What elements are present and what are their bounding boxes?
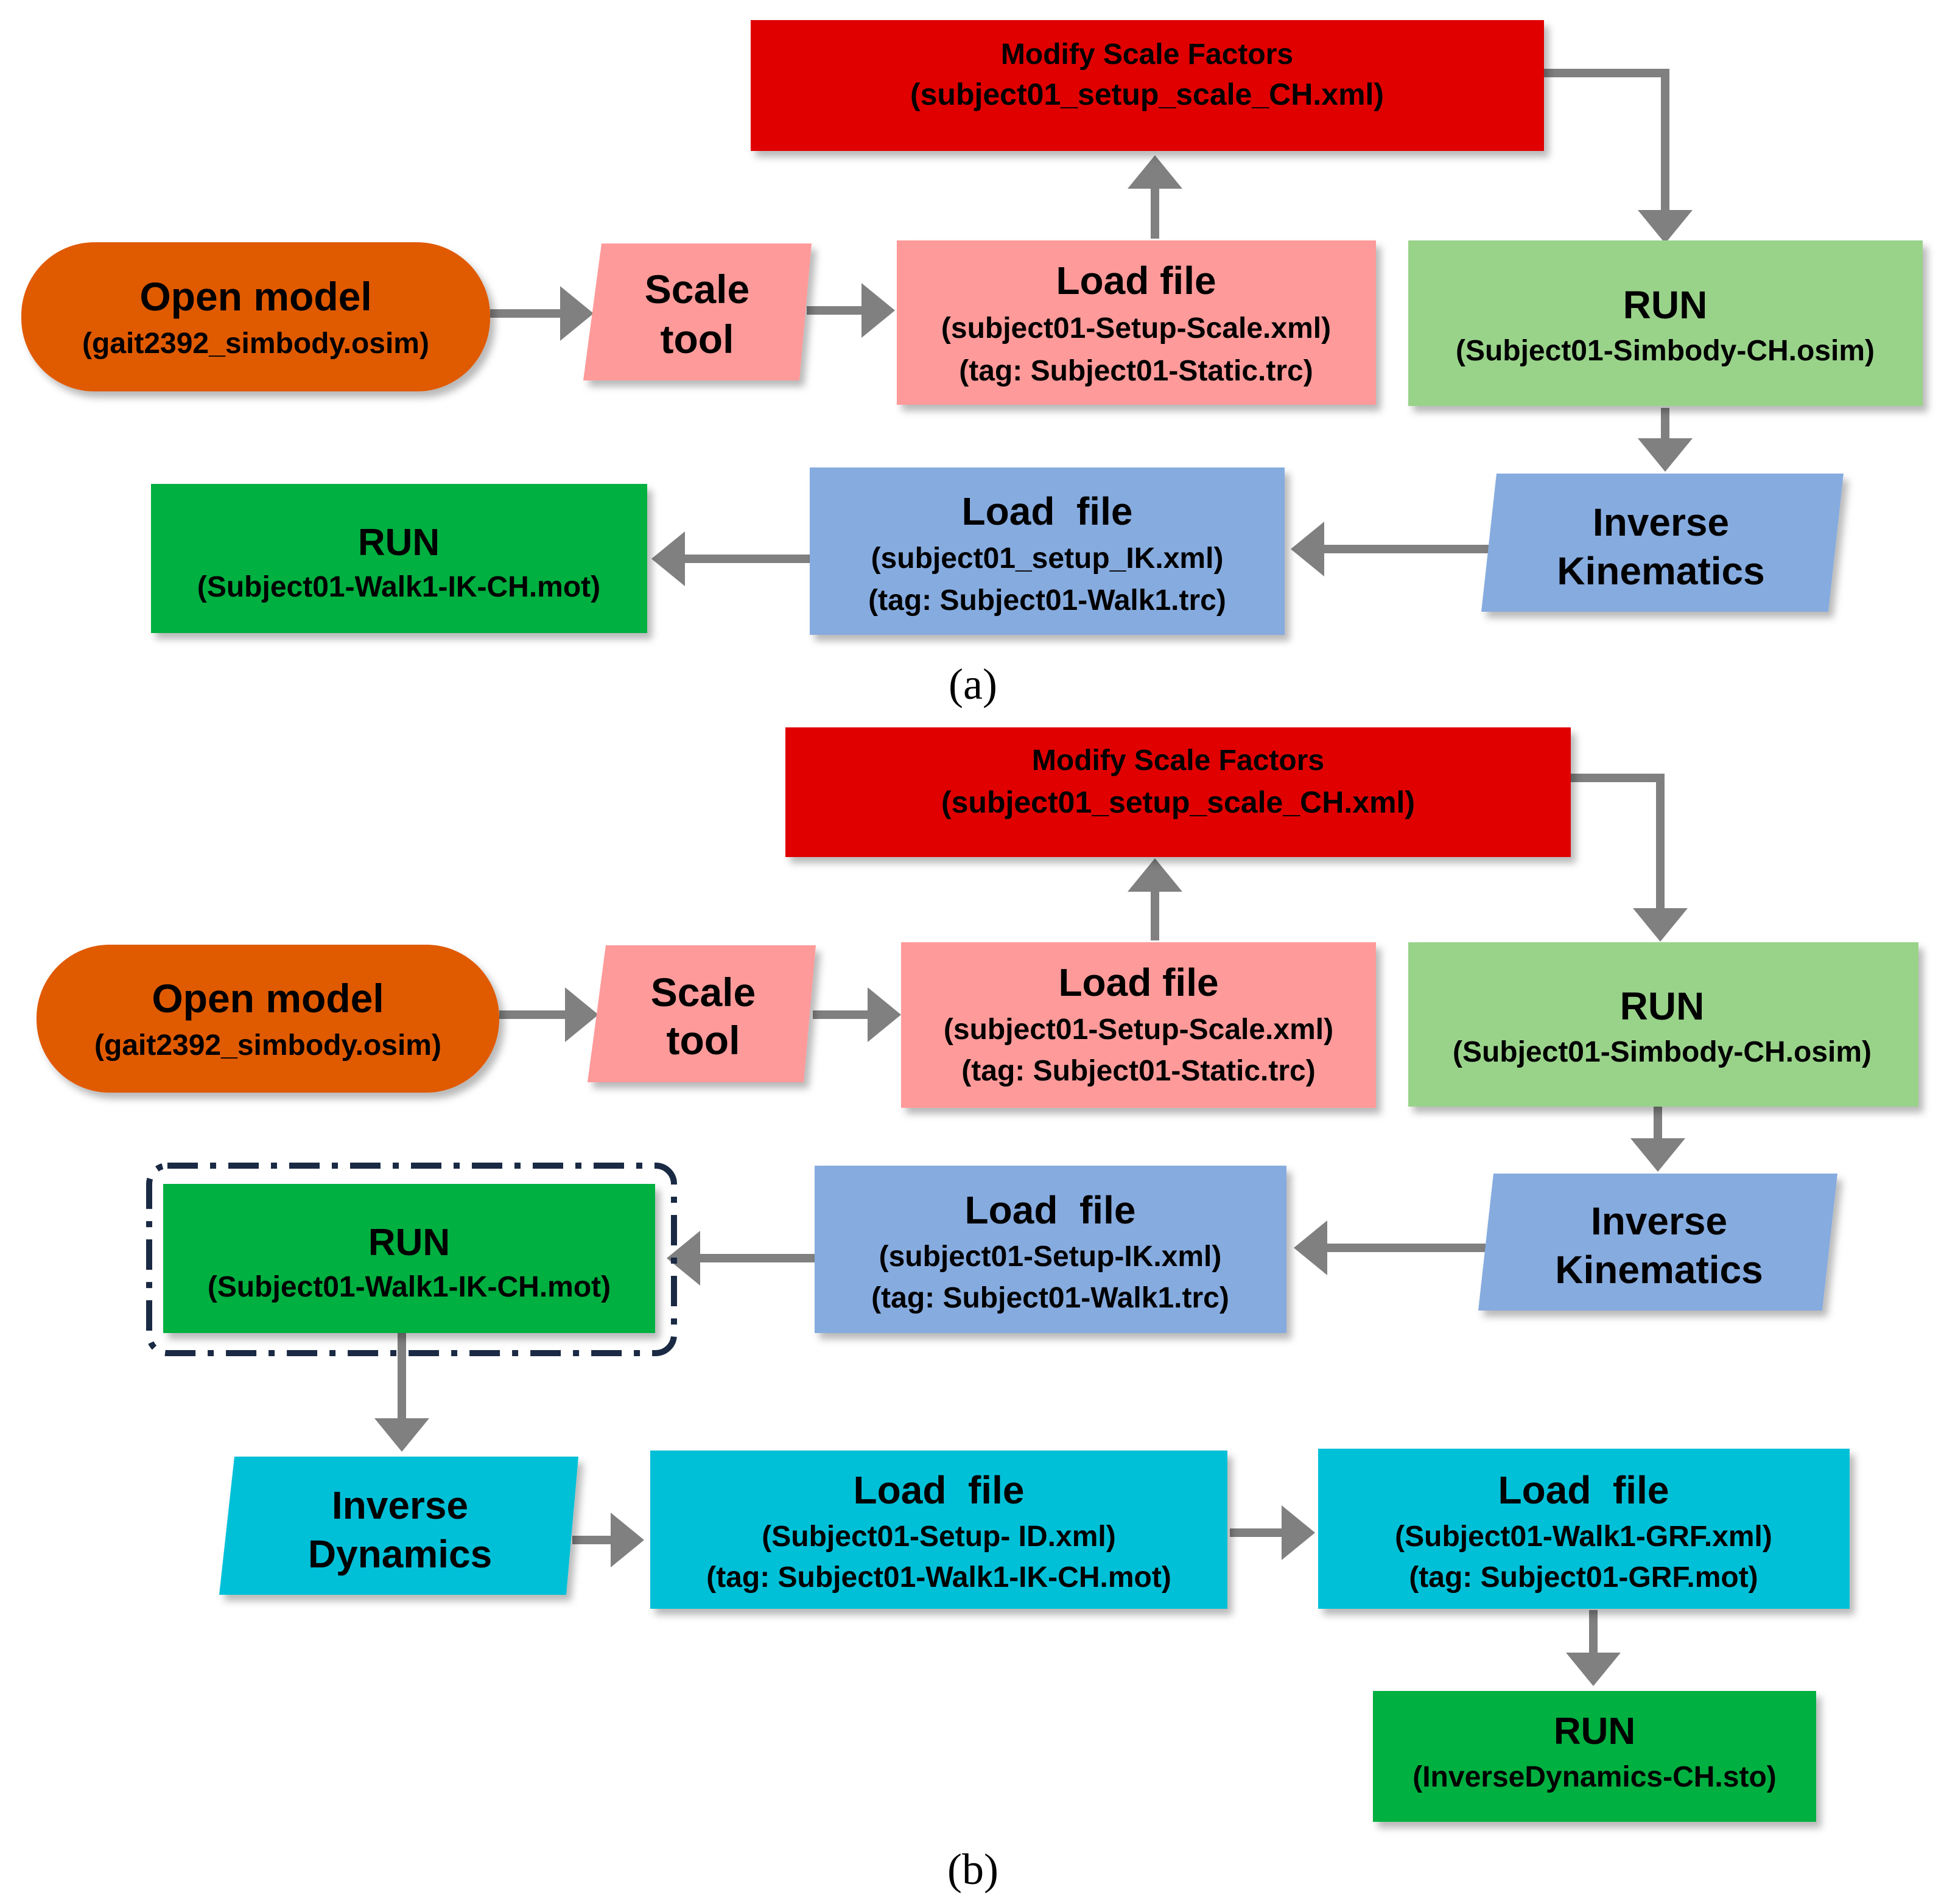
load-id-title-b: Load file [854, 1468, 1025, 1512]
open-model-box-b: Open model (gait2392_simbody.osim) [37, 945, 499, 1093]
load-scale-title-a: Load file [1056, 259, 1216, 303]
modify-title-a: Modify Scale Factors [1001, 38, 1293, 71]
panel-a: Modify Scale Factors (subject01_setup_sc… [21, 20, 1923, 709]
open-model-title-b: Open model [152, 976, 384, 1021]
open-model-box-a: Open model (gait2392_simbody.osim) [21, 242, 490, 391]
modify-title-b: Modify Scale Factors [1032, 744, 1324, 777]
open-model-title-a: Open model [139, 274, 371, 319]
load-scale-file-b: (subject01-Setup-Scale.xml) [944, 1013, 1333, 1046]
id-line2-b: Dynamics [308, 1532, 492, 1576]
run-scale-box-a: RUN (Subject01-Simbody-CH.osim) [1408, 240, 1923, 406]
arrowhead-scale-to-load-a [861, 283, 895, 338]
arrowhead-load-to-modify-a [1128, 155, 1182, 189]
arrowhead-load-to-run-a [651, 531, 685, 586]
arrowhead-load-to-modify-b [1128, 858, 1182, 892]
load-grf-file-b: (Subject01-Walk1-GRF.xml) [1395, 1521, 1772, 1553]
ik-line1-b: Inverse [1591, 1199, 1727, 1243]
load-scale-file-a: (subject01-Setup-Scale.xml) [941, 312, 1331, 345]
run-id-file-b: (InverseDynamics-CH.sto) [1412, 1761, 1777, 1793]
load-grf-box-b: Load file (Subject01-Walk1-GRF.xml) (tag… [1318, 1449, 1850, 1609]
id-line1-b: Inverse [332, 1483, 468, 1527]
arrowhead-run-to-id-b [374, 1418, 429, 1452]
load-scale-box-a: Load file (subject01-Setup-Scale.xml) (t… [897, 240, 1376, 405]
arrowhead-grf-to-run-b [1566, 1653, 1621, 1686]
load-ik-tag-b: (tag: Subject01-Walk1.trc) [871, 1282, 1229, 1314]
run-ik-title-b: RUN [368, 1222, 450, 1264]
caption-b: (b) [947, 1845, 998, 1894]
scale-tool-box-b: Scale tool [588, 945, 816, 1082]
modify-file-b: (subject01_setup_scale_CH.xml) [941, 785, 1415, 819]
run-scale-file-a: (Subject01-Simbody-CH.osim) [1456, 335, 1875, 367]
run-id-title-b: RUN [1554, 1710, 1635, 1752]
load-id-box-b: Load file (Subject01-Setup- ID.xml) (tag… [650, 1451, 1227, 1609]
ik-line1-a: Inverse [1593, 500, 1729, 544]
load-ik-box-b: Load file (subject01-Setup-IK.xml) (tag:… [815, 1166, 1286, 1333]
arrowhead-modify-to-run-b [1633, 908, 1688, 942]
ik-line2-a: Kinematics [1557, 549, 1764, 593]
run-ik-box-a: RUN (Subject01-Walk1-IK-CH.mot) [151, 484, 647, 633]
ik-box-a: Inverse Kinematics [1481, 474, 1844, 612]
scale-tool-line1-b: Scale [651, 970, 756, 1015]
load-ik-tag-a: (tag: Subject01-Walk1.trc) [868, 584, 1226, 617]
arrowhead-open-to-scale-b [565, 987, 598, 1042]
highlight-dashed-frame [146, 1163, 677, 1356]
run-scale-title-a: RUN [1623, 283, 1708, 327]
load-scale-tag-b: (tag: Subject01-Static.trc) [961, 1055, 1315, 1087]
load-scale-box-b: Load file (subject01-Setup-Scale.xml) (t… [901, 942, 1376, 1108]
arrowhead-id-to-load-b [611, 1513, 644, 1567]
arrow-modify-to-run-b [1570, 774, 1665, 913]
arrowhead-load-to-grf-b [1282, 1505, 1315, 1560]
run-ik-file-b: (Subject01-Walk1-IK-CH.mot) [208, 1271, 611, 1303]
ik-line2-b: Kinematics [1555, 1248, 1763, 1292]
run-ik-box-b: RUN (Subject01-Walk1-IK-CH.mot) [146, 1163, 677, 1356]
run-ik-file-a: (Subject01-Walk1-IK-CH.mot) [197, 571, 600, 603]
arrow-modify-to-run-a [1543, 69, 1669, 216]
open-model-file-b: (gait2392_simbody.osim) [94, 1029, 441, 1062]
scale-tool-line2-a: tool [661, 317, 734, 362]
open-model-file-a: (gait2392_simbody.osim) [82, 327, 429, 360]
load-ik-box-a: Load file (subject01_setup_IK.xml) (tag:… [810, 467, 1285, 635]
scale-tool-box-a: Scale tool [583, 243, 812, 380]
arrowhead-load-to-run-b [667, 1231, 700, 1286]
ik-box-b: Inverse Kinematics [1478, 1174, 1837, 1311]
load-ik-file-a: (subject01_setup_IK.xml) [871, 542, 1224, 575]
arrowhead-open-to-scale-a [560, 286, 594, 341]
arrows-a [490, 69, 1693, 586]
arrowhead-ik-to-load-b [1294, 1220, 1327, 1275]
load-grf-tag-b: (tag: Subject01-GRF.mot) [1409, 1561, 1758, 1594]
arrowhead-scale-to-load-b [868, 987, 901, 1042]
id-box-b: Inverse Dynamics [219, 1457, 578, 1595]
run-id-box-b: RUN (InverseDynamics-CH.sto) [1373, 1691, 1816, 1822]
run-scale-box-b: RUN (Subject01-Simbody-CH.osim) [1408, 942, 1918, 1107]
arrowhead-run-to-ik-b [1630, 1138, 1685, 1172]
scale-tool-line1-a: Scale [645, 267, 749, 312]
panel-b: Modify Scale Factors (subject01_setup_sc… [37, 727, 1918, 1894]
arrowhead-run-to-ik-a [1638, 438, 1693, 472]
arrowhead-modify-to-run-a [1638, 210, 1693, 243]
scale-tool-line2-b: tool [667, 1018, 740, 1063]
modify-file-a: (subject01_setup_scale_CH.xml) [910, 77, 1384, 111]
load-ik-file-b: (subject01-Setup-IK.xml) [879, 1241, 1222, 1273]
load-grf-title-b: Load file [1498, 1468, 1669, 1512]
run-scale-title-b: RUN [1620, 984, 1705, 1028]
arrowhead-ik-to-load-a [1291, 522, 1324, 576]
modify-box-b: Modify Scale Factors (subject01_setup_sc… [785, 727, 1571, 857]
run-ik-title-a: RUN [358, 522, 440, 564]
modify-box-a: Modify Scale Factors (subject01_setup_sc… [751, 20, 1544, 151]
arrows-b [374, 774, 1688, 1686]
load-id-file-b: (Subject01-Setup- ID.xml) [762, 1521, 1115, 1553]
load-scale-tag-a: (tag: Subject01-Static.trc) [959, 355, 1313, 387]
run-scale-file-b: (Subject01-Simbody-CH.osim) [1453, 1036, 1872, 1068]
load-id-tag-b: (tag: Subject01-Walk1-IK-CH.mot) [706, 1561, 1171, 1594]
load-ik-title-a: Load file [962, 489, 1133, 533]
load-scale-title-b: Load file [1058, 961, 1218, 1004]
caption-a: (a) [949, 660, 997, 709]
load-ik-title-b: Load file [965, 1188, 1136, 1232]
